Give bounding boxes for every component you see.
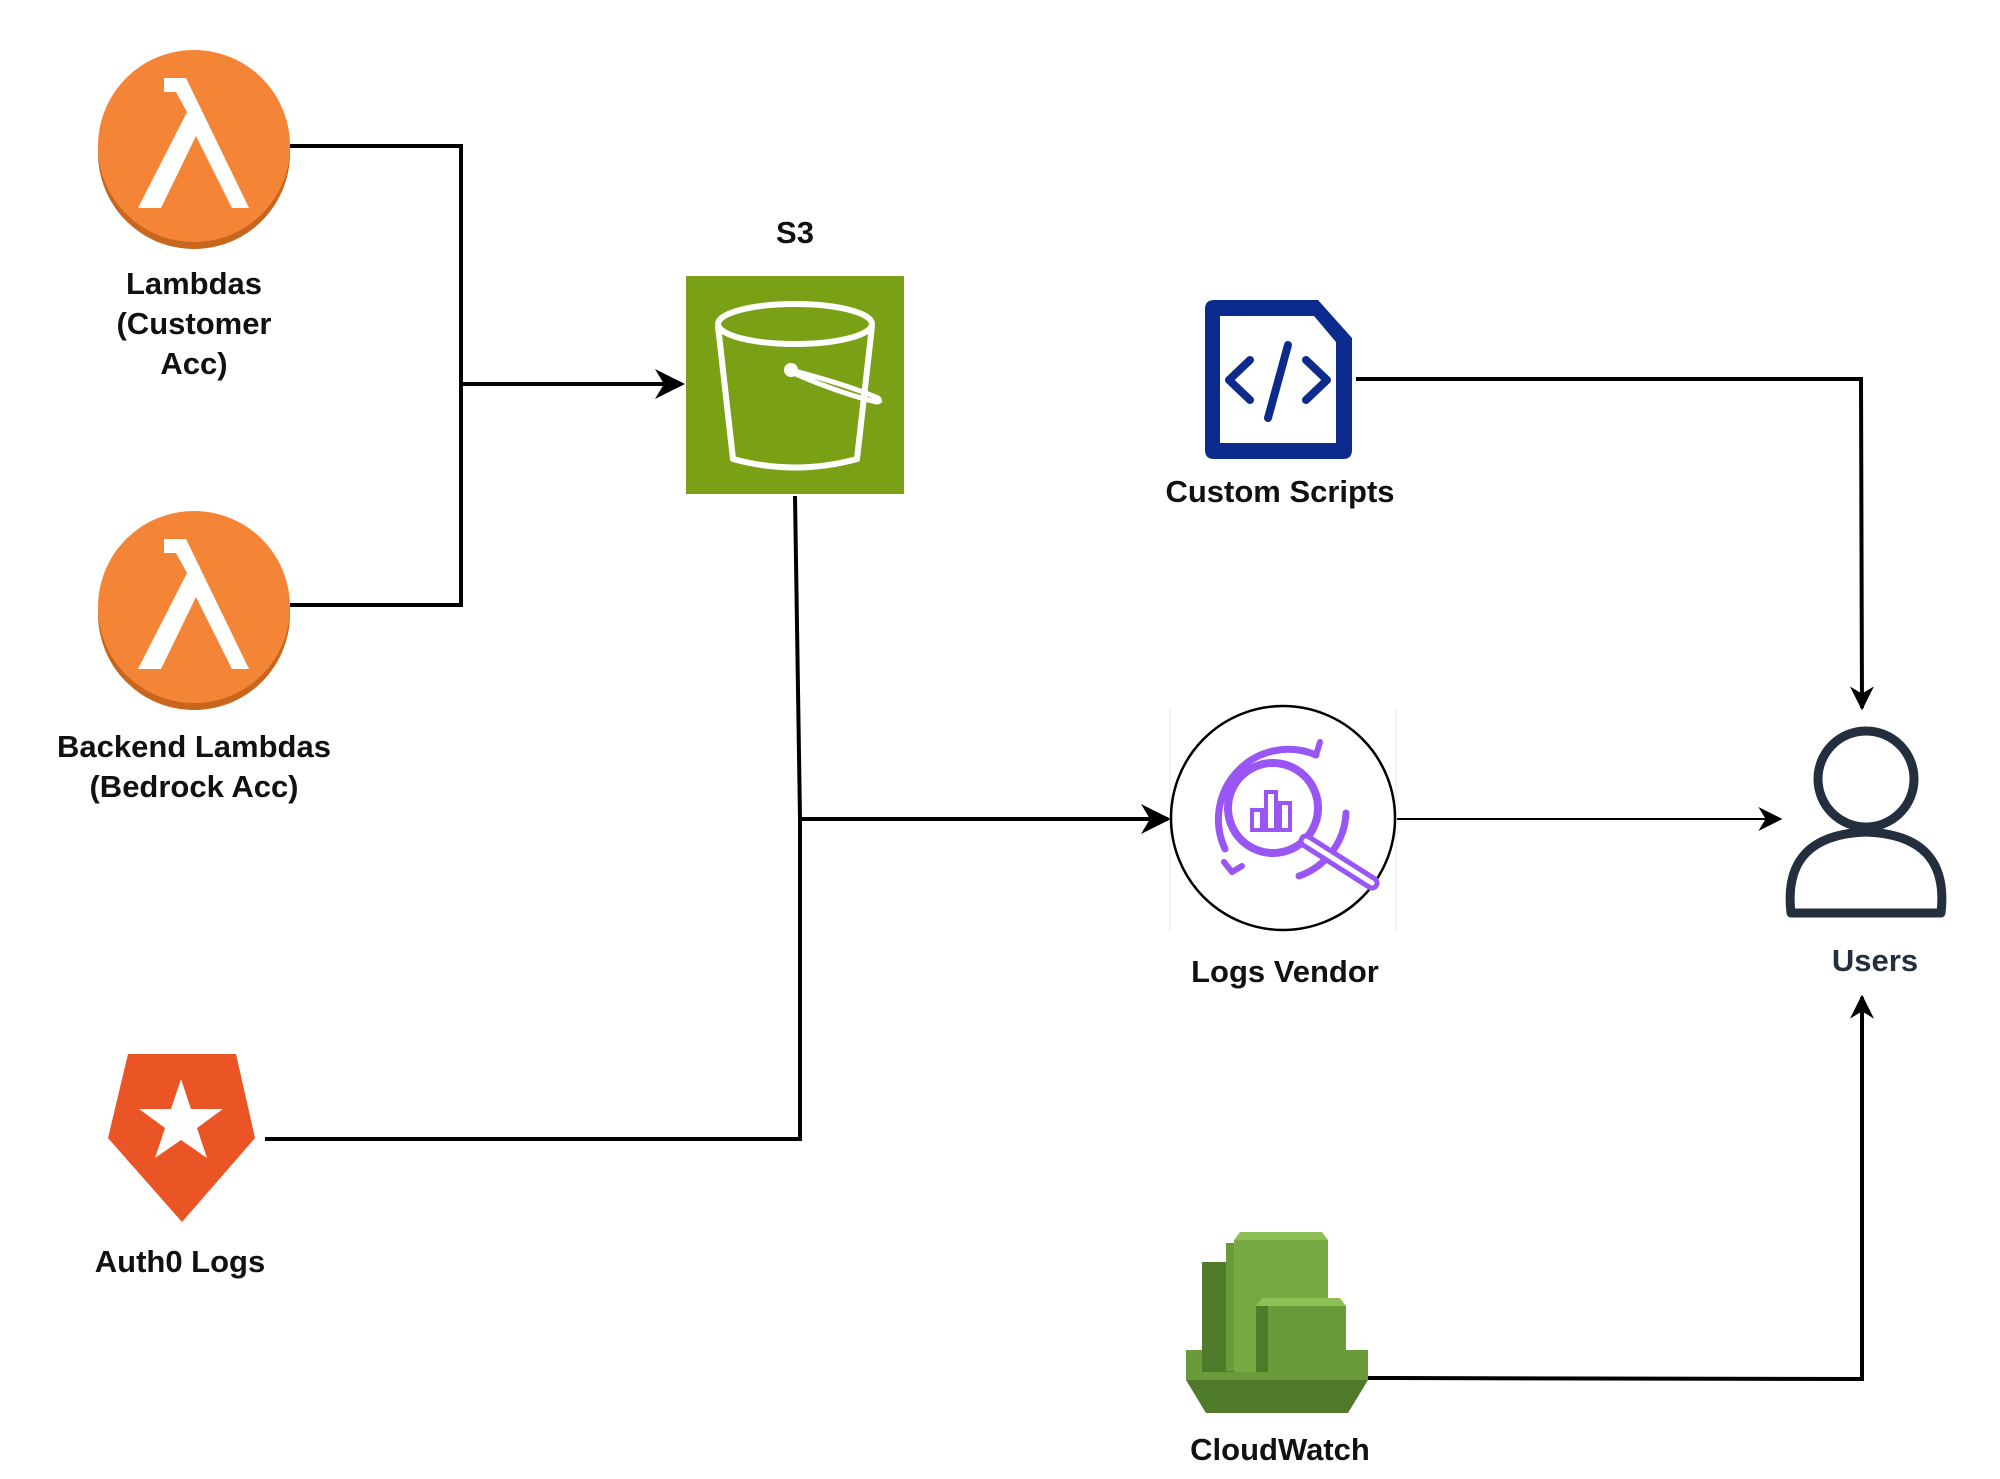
- edge-backend-lambdas-to-s3: [290, 384, 463, 607]
- label-line: Backend Lambdas: [57, 729, 331, 764]
- label-line: (Bedrock Acc): [89, 769, 299, 804]
- edge-lambdas-customer-to-s3: [290, 144, 463, 384]
- label-line: Lambdas: [125, 266, 263, 301]
- cloudwatch-icon: [1186, 1232, 1368, 1413]
- edge-s3-to-logs-vendor: [793, 495, 802, 820]
- log-analytics-icon: [1169, 704, 1397, 932]
- label-backend-lambdas: Backend Lambdas (Bedrock Acc): [19, 727, 369, 807]
- label-cloudwatch: CloudWatch: [1140, 1430, 1420, 1470]
- label-line: (Customer: [116, 306, 272, 341]
- lambda-icon: [98, 511, 290, 710]
- label-text: S3: [776, 215, 814, 250]
- label-s3: S3: [745, 213, 845, 253]
- edge-cloudwatch-to-users: [1367, 994, 1874, 1382]
- label-line: Acc): [160, 346, 228, 381]
- s3-bucket-icon: [686, 276, 904, 494]
- label-custom-scripts: Custom Scripts: [1130, 472, 1430, 512]
- label-text: Auth0 Logs: [94, 1244, 266, 1279]
- user-icon: [1785, 726, 1947, 918]
- label-text: Logs Vendor: [1191, 954, 1379, 989]
- label-lambdas-customer: Lambdas (Customer Acc): [94, 264, 294, 384]
- label-users: Users: [1790, 941, 1960, 981]
- label-logs-vendor: Logs Vendor: [1150, 952, 1420, 992]
- edge-custom-scripts-to-users: [1356, 377, 1874, 711]
- code-file-icon: [1205, 300, 1352, 459]
- label-text: Custom Scripts: [1165, 474, 1395, 509]
- edge-auth0-to-logs-vendor: [265, 819, 802, 1141]
- label-text: Users: [1831, 943, 1919, 978]
- label-text: CloudWatch: [1190, 1432, 1370, 1467]
- auth0-icon: [108, 1054, 255, 1222]
- label-auth0-logs: Auth0 Logs: [60, 1242, 300, 1282]
- lambda-icon: [98, 50, 290, 249]
- connectors: [265, 144, 1874, 1382]
